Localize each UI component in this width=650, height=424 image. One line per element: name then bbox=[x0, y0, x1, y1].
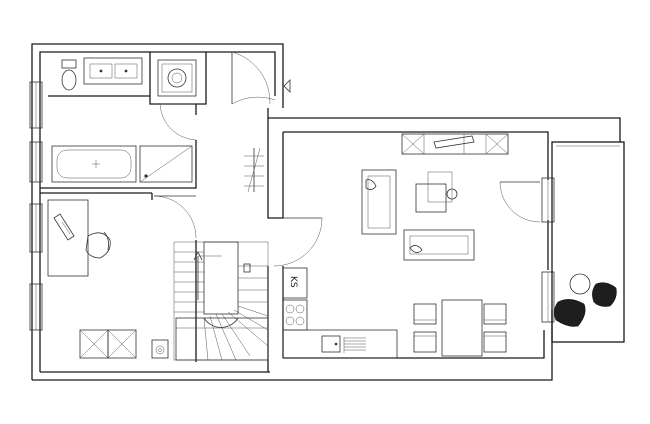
desk bbox=[47, 199, 89, 277]
desk-chair bbox=[85, 231, 111, 259]
windows bbox=[29, 81, 555, 331]
washing-machine bbox=[157, 59, 197, 97]
living-room bbox=[361, 133, 509, 261]
bathroom-door bbox=[159, 103, 197, 141]
kitchen-counter bbox=[282, 329, 398, 359]
living-door bbox=[273, 217, 323, 267]
balcony-door bbox=[499, 181, 541, 223]
outer-wall-right-top bbox=[268, 117, 621, 142]
walls bbox=[31, 43, 621, 381]
study bbox=[47, 199, 111, 277]
balcony-chair-1 bbox=[554, 299, 586, 327]
stair-direction-arrow bbox=[193, 251, 222, 300]
bathroom bbox=[51, 57, 193, 183]
doors bbox=[153, 51, 541, 267]
dining-chair-4 bbox=[483, 331, 507, 353]
window-left-3 bbox=[29, 203, 43, 253]
window-left-4 bbox=[29, 283, 43, 331]
laptop bbox=[53, 213, 75, 241]
dining bbox=[413, 299, 507, 357]
balcony-chair-2 bbox=[592, 282, 617, 307]
shower bbox=[139, 145, 193, 183]
tv-cabinet bbox=[401, 133, 509, 155]
storage bbox=[79, 329, 169, 359]
stair-landing-post bbox=[243, 263, 251, 273]
bathroom-wall-bottom bbox=[40, 140, 197, 189]
stair-center bbox=[203, 241, 239, 328]
bathtub bbox=[51, 145, 137, 183]
balcony-table bbox=[569, 273, 591, 295]
stove bbox=[282, 299, 308, 331]
study-door bbox=[153, 195, 197, 239]
outer-wall-right-top-inner bbox=[283, 131, 549, 180]
dining-chair-3 bbox=[483, 303, 507, 325]
storage-box-1 bbox=[79, 329, 109, 359]
entrance-arrow bbox=[283, 79, 291, 93]
sofa-left bbox=[361, 169, 397, 235]
dining-table bbox=[441, 299, 483, 357]
dining-chair-1 bbox=[413, 303, 437, 325]
tv bbox=[433, 135, 475, 149]
hallway bbox=[244, 147, 264, 193]
sofa-bottom bbox=[403, 229, 475, 261]
outer-wall-left-wing-inner bbox=[39, 51, 276, 372]
kitchen-sink bbox=[321, 335, 366, 353]
window-right-2 bbox=[541, 271, 555, 323]
stairwell bbox=[173, 241, 269, 361]
storage-box-2 bbox=[107, 329, 137, 359]
kitchen: KS bbox=[282, 267, 398, 359]
stair-railing bbox=[175, 317, 269, 361]
laundry bbox=[157, 59, 197, 97]
fridge-label: KS bbox=[288, 276, 298, 288]
outer-wall-bottom bbox=[32, 372, 553, 381]
dining-chair-2 bbox=[413, 331, 437, 353]
stair-treads bbox=[174, 251, 269, 361]
window-left-1 bbox=[29, 81, 43, 129]
coffee-table bbox=[415, 171, 458, 213]
coat-rack bbox=[244, 147, 264, 193]
entrance-door bbox=[231, 51, 276, 105]
outer-wall-left-wing bbox=[31, 43, 284, 380]
double-sink bbox=[83, 57, 143, 85]
toilet bbox=[61, 59, 77, 91]
window-left-2 bbox=[29, 141, 43, 183]
window-right-1 bbox=[541, 177, 555, 223]
balcony bbox=[551, 141, 625, 343]
hall-wall-right bbox=[267, 108, 284, 219]
boiler bbox=[151, 339, 169, 359]
fridge: KS bbox=[282, 267, 308, 299]
